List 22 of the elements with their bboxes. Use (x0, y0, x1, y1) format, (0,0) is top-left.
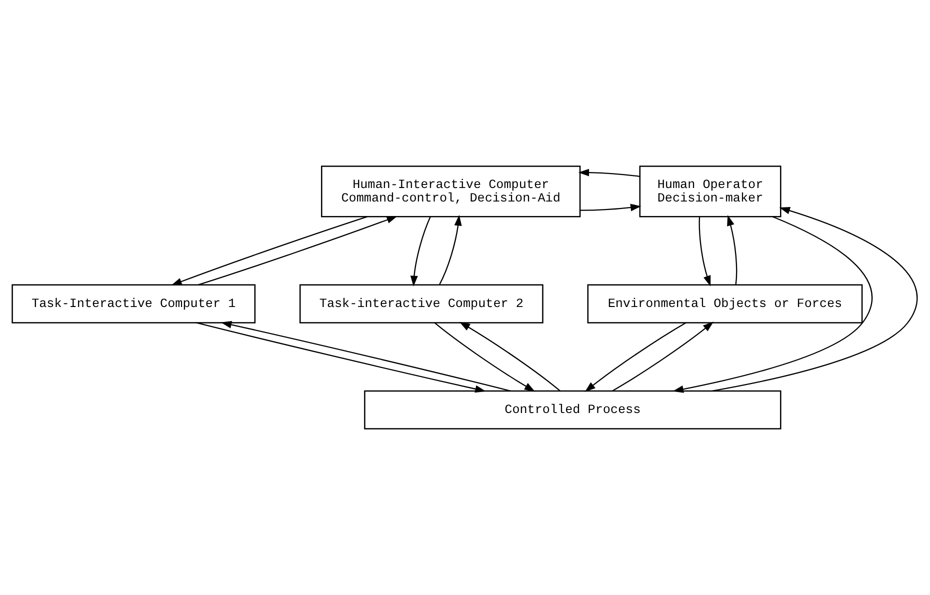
node-box: Controlled Process (364, 390, 782, 430)
node-box: Human-Interactive Computer Command-control, Decision-Aid (321, 166, 581, 218)
arrow (459, 322, 560, 392)
arrow (698, 216, 711, 286)
node-box: Human Operator Decision-maker (639, 166, 782, 218)
arrow (434, 322, 536, 392)
arrow (171, 216, 368, 286)
arrow (438, 214, 462, 286)
arrow (612, 322, 714, 392)
node-box: Environmental Objects or Forces (587, 284, 863, 324)
arrow (727, 214, 738, 285)
node-box: Task-interactive Computer 2 (299, 284, 544, 324)
arrow (712, 206, 918, 392)
arrow (578, 168, 640, 177)
arrow (196, 322, 486, 393)
arrow (220, 321, 511, 392)
node-box: Task-Interactive Computer 1 (12, 284, 256, 324)
arrow (672, 216, 872, 393)
arrow (584, 322, 686, 392)
arrow (198, 216, 398, 286)
arrow (410, 216, 431, 287)
arrow (580, 204, 642, 212)
